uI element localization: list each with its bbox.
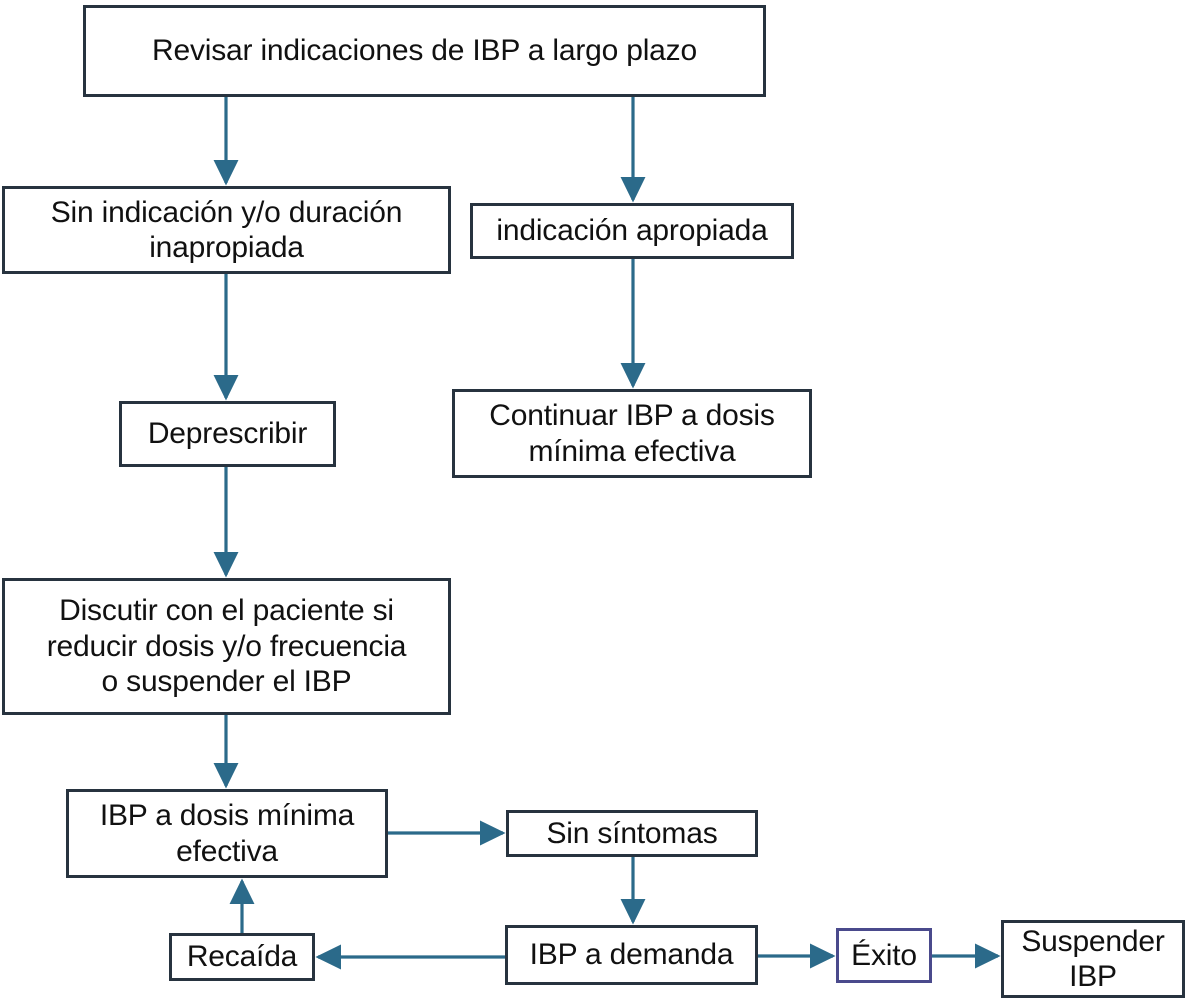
- node-recaida[interactable]: Recaída: [169, 933, 315, 981]
- node-label: IBP a demanda: [529, 938, 734, 972]
- node-label: Recaída: [186, 940, 298, 974]
- node-label: Continuar IBP a dosis mínima efectiva: [489, 399, 775, 468]
- node-label: indicación apropiada: [496, 214, 768, 248]
- node-label: Sin síntomas: [546, 816, 718, 850]
- node-revisar-indicaciones[interactable]: Revisar indicaciones de IBP a largo plaz…: [83, 5, 766, 97]
- node-ibp-a-demanda[interactable]: IBP a demanda: [505, 925, 758, 985]
- node-indicacion-apropiada[interactable]: indicación apropiada: [470, 203, 794, 259]
- node-label: Discutir con el paciente si reducir dosi…: [46, 594, 407, 699]
- node-deprescribir[interactable]: Deprescribir: [119, 401, 336, 467]
- node-label: Suspender IBP: [1021, 924, 1165, 993]
- node-label: IBP a dosis mínima efectiva: [99, 799, 355, 868]
- node-suspender-ibp[interactable]: Suspender IBP: [1001, 920, 1185, 998]
- node-continuar-ibp[interactable]: Continuar IBP a dosis mínima efectiva: [452, 389, 812, 478]
- node-label: Revisar indicaciones de IBP a largo plaz…: [152, 34, 697, 68]
- node-label: Éxito: [851, 938, 917, 972]
- node-label: Sin indicación y/o duración inapropiada: [50, 195, 403, 264]
- node-exito[interactable]: Éxito: [836, 928, 932, 983]
- node-label: Deprescribir: [147, 417, 308, 451]
- node-ibp-dosis-minima-efectiva[interactable]: IBP a dosis mínima efectiva: [66, 789, 388, 878]
- node-sin-indicacion[interactable]: Sin indicación y/o duración inapropiada: [2, 186, 451, 274]
- node-discutir-con-paciente[interactable]: Discutir con el paciente si reducir dosi…: [2, 578, 451, 715]
- node-sin-sintomas[interactable]: Sin síntomas: [506, 810, 758, 857]
